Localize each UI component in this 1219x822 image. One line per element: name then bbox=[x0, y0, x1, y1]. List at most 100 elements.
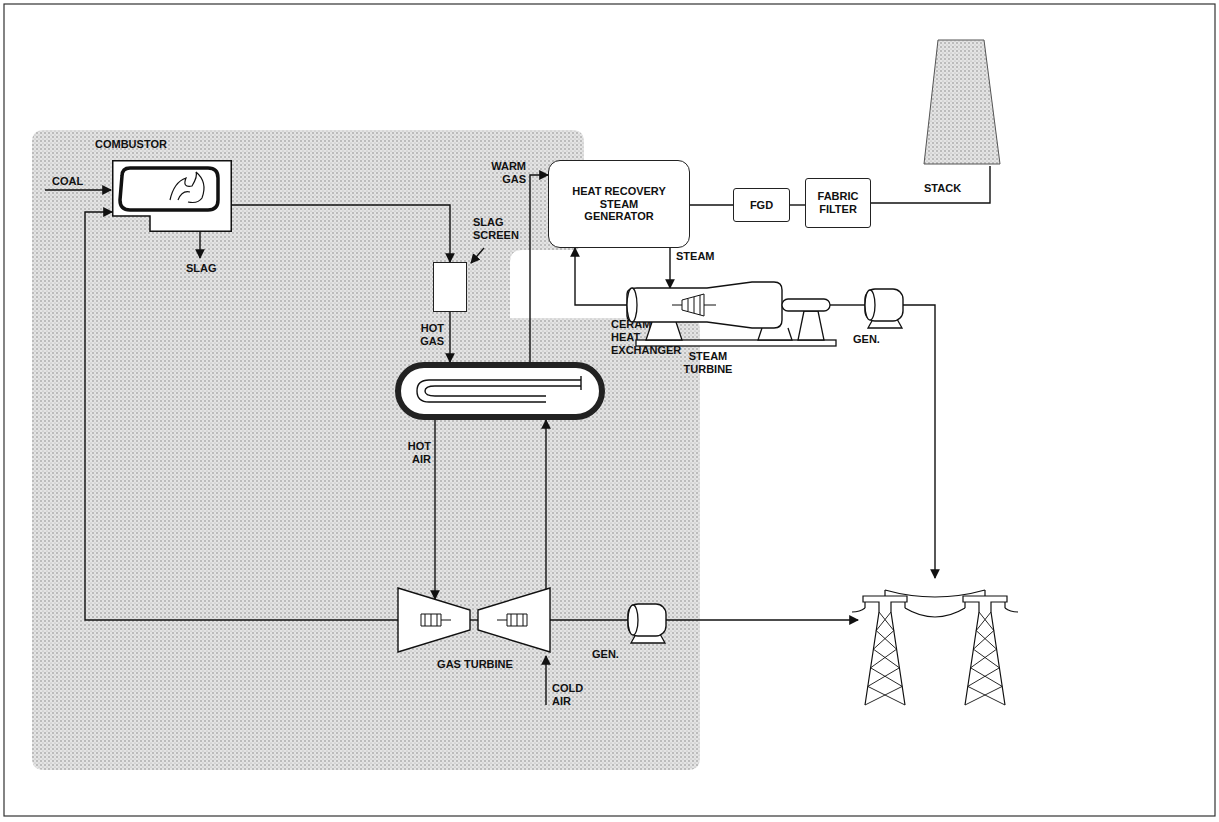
ceramic-heat-exchanger: CERAMIC HEAT EXCHANGER bbox=[395, 362, 605, 420]
flow-line bbox=[690, 204, 733, 205]
turbine-symbol bbox=[672, 294, 716, 316]
blade-symbol bbox=[421, 614, 451, 626]
heat-recovery-steam-generator: HEAT RECOVERY STEAM GENERATOR bbox=[548, 160, 690, 248]
flow-label: HOT GAS bbox=[398, 322, 444, 348]
flow-line bbox=[530, 175, 548, 362]
flow-line bbox=[790, 204, 805, 205]
tower-outline bbox=[863, 596, 907, 705]
stack-symbol bbox=[920, 38, 1004, 166]
flow-label: SLAG bbox=[186, 262, 226, 275]
fgd-box: FGD bbox=[733, 188, 790, 222]
generator-end bbox=[865, 290, 875, 320]
flow-line bbox=[449, 312, 450, 362]
fgd-box-outline: FGD bbox=[733, 188, 790, 222]
generator-symbol bbox=[857, 285, 909, 329]
part-name: GEN. bbox=[853, 333, 893, 346]
power-wire bbox=[852, 590, 1018, 617]
exchanger-tube bbox=[417, 380, 581, 402]
flow-label: COAL bbox=[52, 175, 92, 188]
power-line-arrow bbox=[903, 305, 935, 578]
flow-line bbox=[232, 205, 450, 262]
ceramic-heat-exchanger-outline bbox=[395, 362, 605, 420]
turbine-casing bbox=[627, 282, 782, 328]
flow-line bbox=[871, 166, 990, 203]
box-label: HEAT RECOVERY STEAM GENERATOR bbox=[569, 185, 669, 224]
exchanger-shell bbox=[398, 365, 602, 417]
transmission-towers bbox=[852, 590, 1018, 705]
stack-shape bbox=[924, 40, 1000, 164]
flame bbox=[170, 172, 204, 203]
combustor-symbol bbox=[112, 160, 232, 232]
combustor-housing bbox=[113, 161, 232, 232]
part-name: GAS TURBINE bbox=[405, 658, 545, 671]
flow-label: WARM GAS bbox=[476, 160, 526, 186]
blade-symbol bbox=[497, 614, 527, 626]
box-label: FGD bbox=[750, 199, 773, 212]
flow-line bbox=[545, 420, 546, 589]
flow-line bbox=[847, 304, 865, 305]
flow-line bbox=[550, 619, 628, 620]
slag-arrow bbox=[199, 232, 200, 258]
tower-bracing bbox=[965, 612, 1005, 705]
part-name: STACK bbox=[924, 182, 984, 195]
flow-label: COLD AIR bbox=[552, 682, 596, 708]
gas-turbine-symbol bbox=[395, 586, 553, 654]
fabric-filter-box: FABRIC FILTER bbox=[805, 178, 871, 228]
ceramic-heat-exchanger-symbol bbox=[395, 362, 605, 420]
gas-turbine-outline bbox=[395, 586, 553, 654]
flow-line bbox=[669, 248, 670, 288]
flow-line bbox=[575, 248, 627, 305]
steam-turbine-symbol bbox=[612, 270, 847, 346]
flow-label: STEAM bbox=[676, 250, 726, 263]
combustor: COMBUSTOR bbox=[95, 138, 235, 234]
frame bbox=[4, 4, 1215, 816]
casing-end bbox=[627, 288, 637, 322]
flow-label: HOT AIR bbox=[393, 440, 431, 466]
generator-symbol bbox=[620, 600, 672, 644]
generator-outline bbox=[620, 600, 672, 644]
flow-line bbox=[434, 420, 435, 599]
generator-outline bbox=[857, 285, 909, 329]
compressor-rotor bbox=[478, 588, 550, 652]
generator: GEN. bbox=[853, 285, 915, 347]
generator: GEN. bbox=[592, 600, 674, 666]
tower-outline bbox=[963, 596, 1007, 705]
connector-group bbox=[85, 166, 990, 620]
generator-body bbox=[628, 604, 666, 636]
steam-turbine-outline bbox=[612, 270, 847, 346]
shaft bbox=[830, 304, 847, 305]
exhaust-pipe bbox=[782, 299, 830, 311]
fabric-filter-box-outline: FABRIC FILTER bbox=[805, 178, 871, 228]
shaded-region bbox=[32, 130, 700, 770]
gas-turbine: GAS TURBINE bbox=[395, 586, 553, 676]
combustion-chamber bbox=[120, 168, 218, 210]
part-name: COMBUSTOR bbox=[95, 138, 205, 151]
tower-bracing bbox=[865, 612, 905, 705]
shaft bbox=[470, 619, 478, 620]
steam-turbine: STEAM TURBINE bbox=[612, 270, 847, 385]
flow-line bbox=[85, 212, 398, 620]
coal-feed-arrow bbox=[45, 189, 111, 190]
leader-line bbox=[471, 248, 484, 263]
stack: STACK bbox=[920, 38, 1004, 200]
turbine-rotor bbox=[398, 588, 470, 652]
generator-body bbox=[865, 289, 903, 321]
slag-screen-outline bbox=[433, 262, 467, 312]
combustor-outline bbox=[112, 160, 232, 232]
generator-end bbox=[628, 605, 638, 635]
part-name: SLAG SCREEN bbox=[473, 216, 531, 242]
turbine-base bbox=[636, 340, 836, 346]
heat-recovery-steam-generator-outline: HEAT RECOVERY STEAM GENERATOR bbox=[548, 160, 690, 248]
insulators bbox=[865, 590, 905, 608]
slag-screen: SLAG SCREEN bbox=[433, 262, 533, 312]
box-label: FABRIC FILTER bbox=[810, 190, 866, 216]
part-name: GEN. bbox=[592, 648, 632, 661]
part-name: STEAM TURBINE bbox=[672, 350, 744, 376]
insulators bbox=[965, 590, 1005, 608]
power-line-arrow bbox=[666, 619, 858, 620]
tube-end bbox=[580, 376, 581, 390]
stack-outline bbox=[920, 38, 1004, 166]
